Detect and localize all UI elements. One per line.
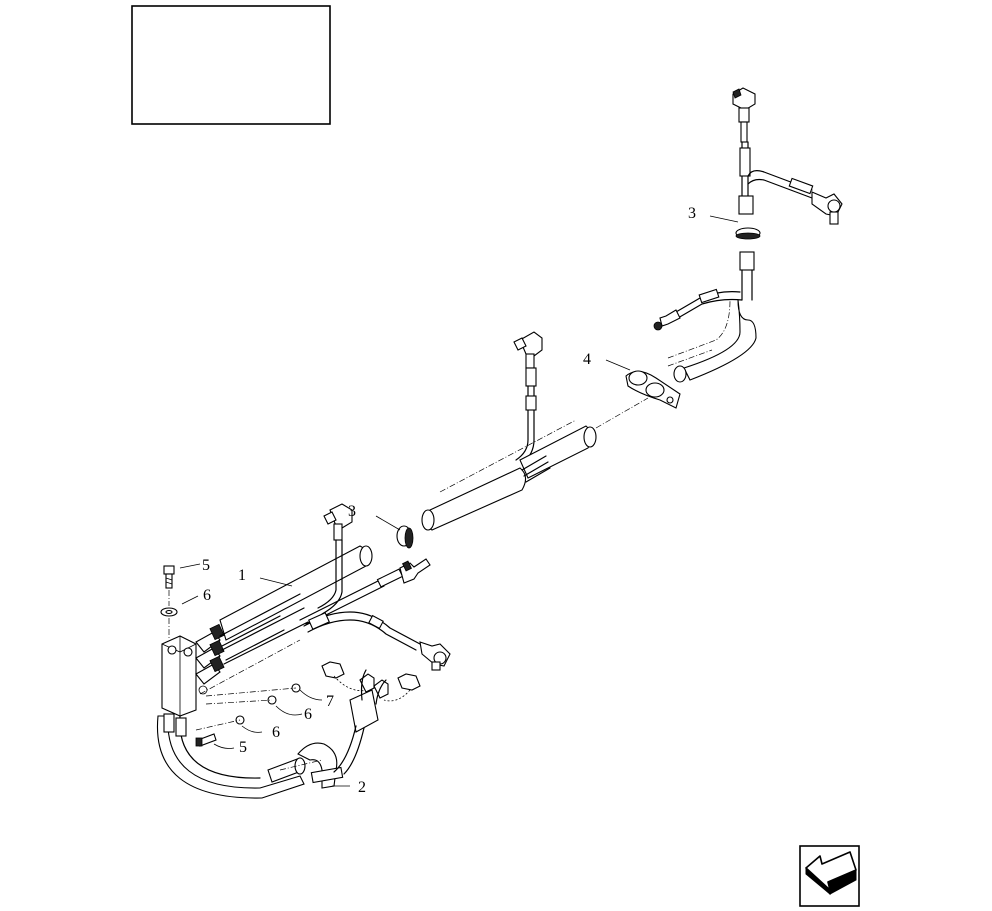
leader-lines [179,215,739,787]
upper-elbow-fitting [732,87,756,143]
top-right-hose-assembly [653,87,843,383]
side-straight-fitting [653,309,681,331]
dust-caps [321,661,421,702]
callout-1: 1 [238,567,246,584]
callout-5-top: 5 [202,557,210,574]
middle-hose-bundle [421,331,649,531]
clamp-middle [396,525,414,549]
callout-3-middle: 3 [348,503,356,520]
lower-elbow-fitting [323,503,353,541]
callout-3-top: 3 [688,205,696,222]
arrow-back-icon[interactable] [799,845,860,907]
title-block [131,5,331,125]
bolt-top [163,565,175,589]
quick-couplers [333,669,389,775]
callout-6-middle: 6 [304,706,312,723]
middle-elbow-fitting [513,331,543,387]
right-elbow-fitting [811,191,843,225]
right-hose-fitting [419,641,451,671]
callout-4: 4 [583,351,591,368]
callout-5-bottom: 5 [239,739,247,756]
callout-7: 7 [326,693,334,710]
callout-6-bottom: 6 [272,724,280,741]
bolt-bottom [195,733,217,747]
callout-6-top: 6 [203,587,211,604]
callout-2: 2 [358,779,366,796]
hose-bracket [625,370,681,409]
lower-left-assembly [156,503,451,799]
